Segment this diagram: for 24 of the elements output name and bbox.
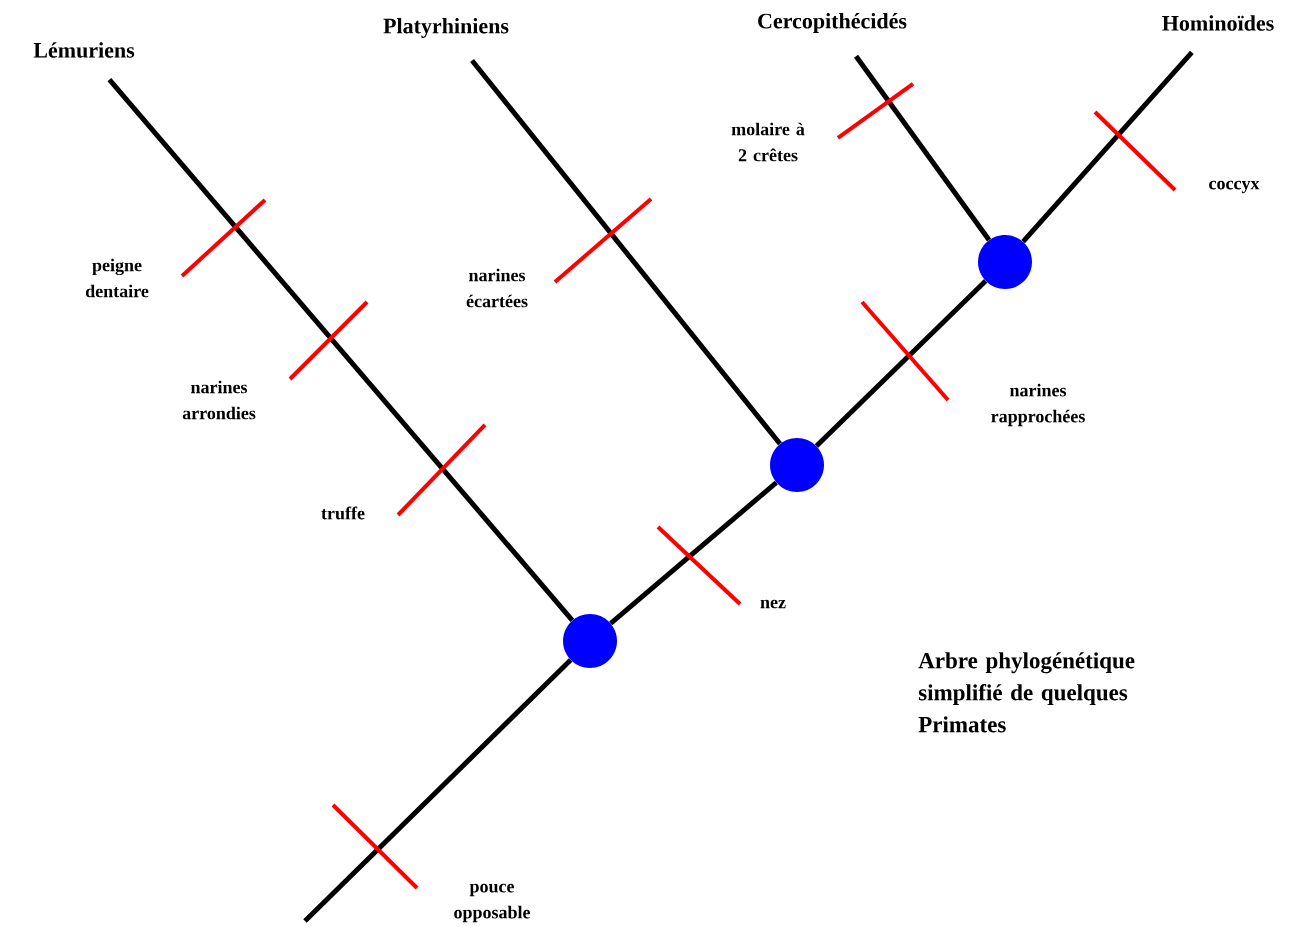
branch-line: [470, 58, 782, 446]
caption: Arbre phylogénétique simplifié de quelques Primates: [918, 652, 1135, 733]
branch-line: [814, 279, 988, 448]
taxon-label: Cercopithécidés: [758, 13, 907, 33]
taxon-label: Lémuriens: [33, 42, 135, 58]
taxon-label: Platyrhiniens: [383, 18, 509, 38]
branch-line: [854, 54, 992, 242]
branch-node: [770, 438, 824, 492]
trait-label: pouce opposable: [454, 883, 531, 923]
trait-label: peigne dentaire: [85, 258, 149, 298]
branch-node: [978, 235, 1032, 289]
taxon-label: Hominoïdes: [1162, 15, 1274, 31]
trait-label: molaire à 2 crêtes: [731, 122, 805, 162]
branch-line: [609, 480, 778, 626]
trait-label: truffe: [321, 506, 365, 520]
trait-label: nez: [760, 599, 786, 609]
trait-label: narines écartées: [466, 268, 528, 308]
branch-line: [303, 658, 573, 923]
trait-label: coccyx: [1209, 180, 1260, 194]
trait-label: narines rapprochées: [991, 383, 1085, 427]
branch-line: [107, 78, 575, 622]
branch-line: [1021, 50, 1194, 244]
trait-label: narines arrondies: [182, 380, 256, 420]
branch-node: [563, 614, 617, 668]
